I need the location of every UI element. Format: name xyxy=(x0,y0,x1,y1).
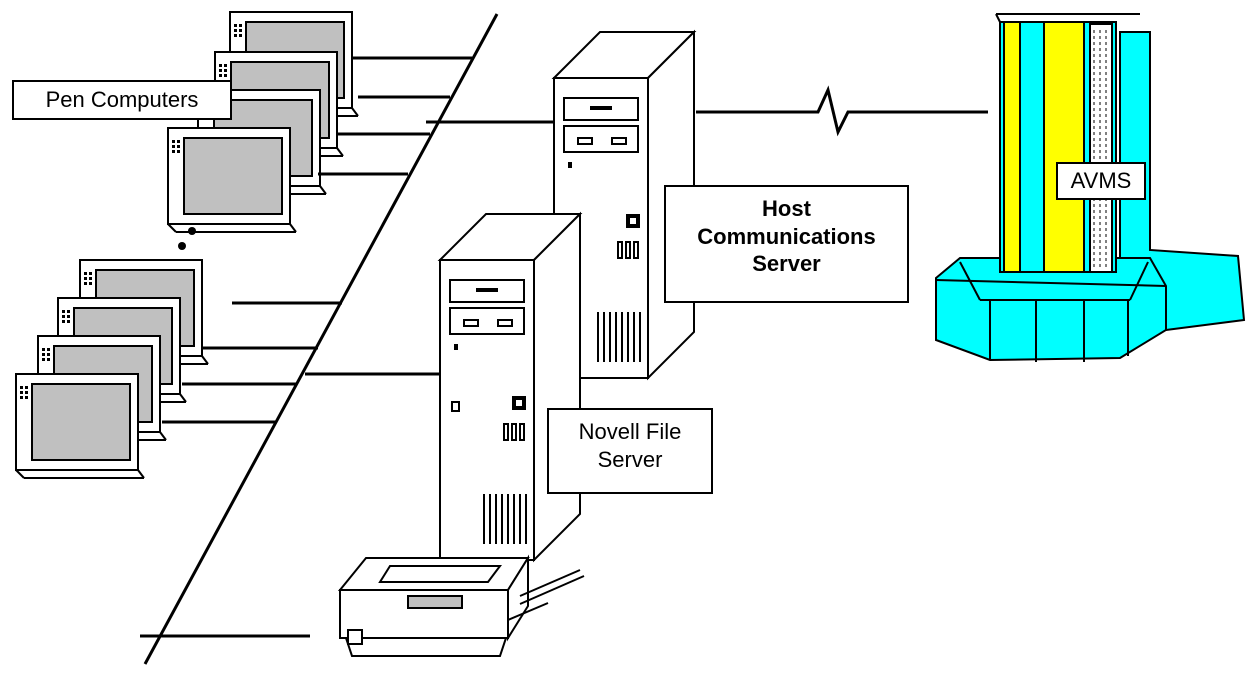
novell-label-line1: Novell File xyxy=(578,419,682,444)
printer-icon xyxy=(337,554,585,657)
pen-computer-icon xyxy=(15,259,209,479)
host-label-line2: Communications xyxy=(697,223,876,249)
avms-label: AVMS xyxy=(1056,162,1146,200)
novell-label-line2: Server xyxy=(597,446,663,472)
pen-computers-label: Pen Computers xyxy=(12,80,232,120)
wan-link xyxy=(696,85,988,137)
pc-connection-lines xyxy=(140,56,472,638)
host-label-line1: Host xyxy=(762,196,811,221)
pen-computer-icon xyxy=(167,11,359,233)
avms-text: AVMS xyxy=(1070,168,1132,193)
tower-server-icon xyxy=(439,213,581,561)
host-label-line3: Server xyxy=(752,251,821,276)
pen-computers-text: Pen Computers xyxy=(45,87,199,112)
ellipsis-dots xyxy=(178,227,196,250)
novell-file-server-label: Novell File Server xyxy=(547,408,713,494)
mainframe-icon xyxy=(935,13,1246,362)
host-communications-server-label: Host Communications Server xyxy=(664,185,909,303)
